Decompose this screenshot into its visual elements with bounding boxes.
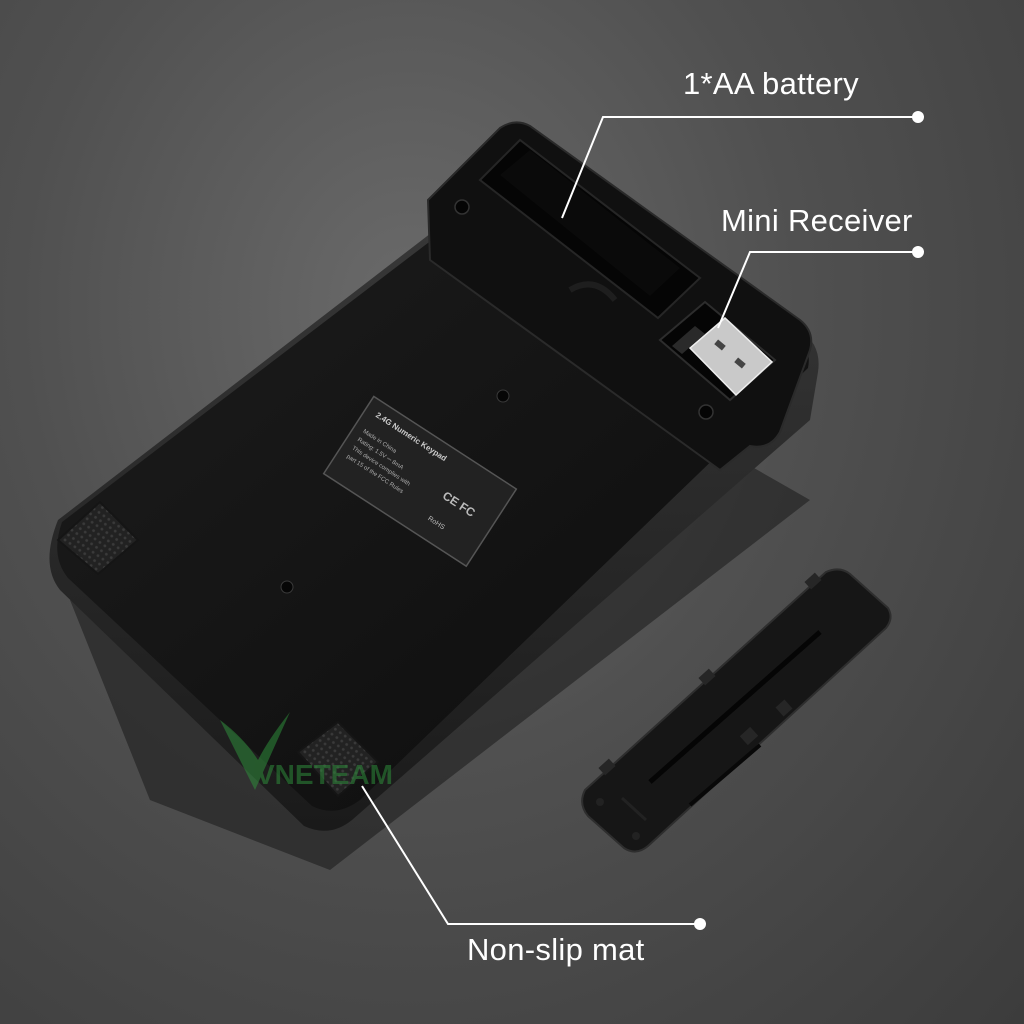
screw-hole [496, 389, 510, 403]
mat-callout-label: Non-slip mat [467, 932, 645, 967]
non-slip-foot [296, 720, 380, 798]
usb-receiver [658, 300, 777, 402]
callout-line-receiver [717, 246, 924, 329]
callout-line-mat [361, 785, 706, 930]
battery-cover [581, 568, 892, 853]
screw-hole [280, 580, 294, 594]
watermark-text: VNETEAM [256, 759, 393, 790]
label-sticker: 2.4G Numeric Keypad Made in China Rating… [322, 395, 518, 568]
watermark-logo: VNETEAM [220, 712, 393, 790]
callout-line-battery [561, 111, 924, 219]
receiver-callout-label: Mini Receiver [721, 203, 913, 238]
non-slip-foot [56, 500, 140, 576]
battery-callout-label: 1*AA battery [683, 66, 859, 101]
